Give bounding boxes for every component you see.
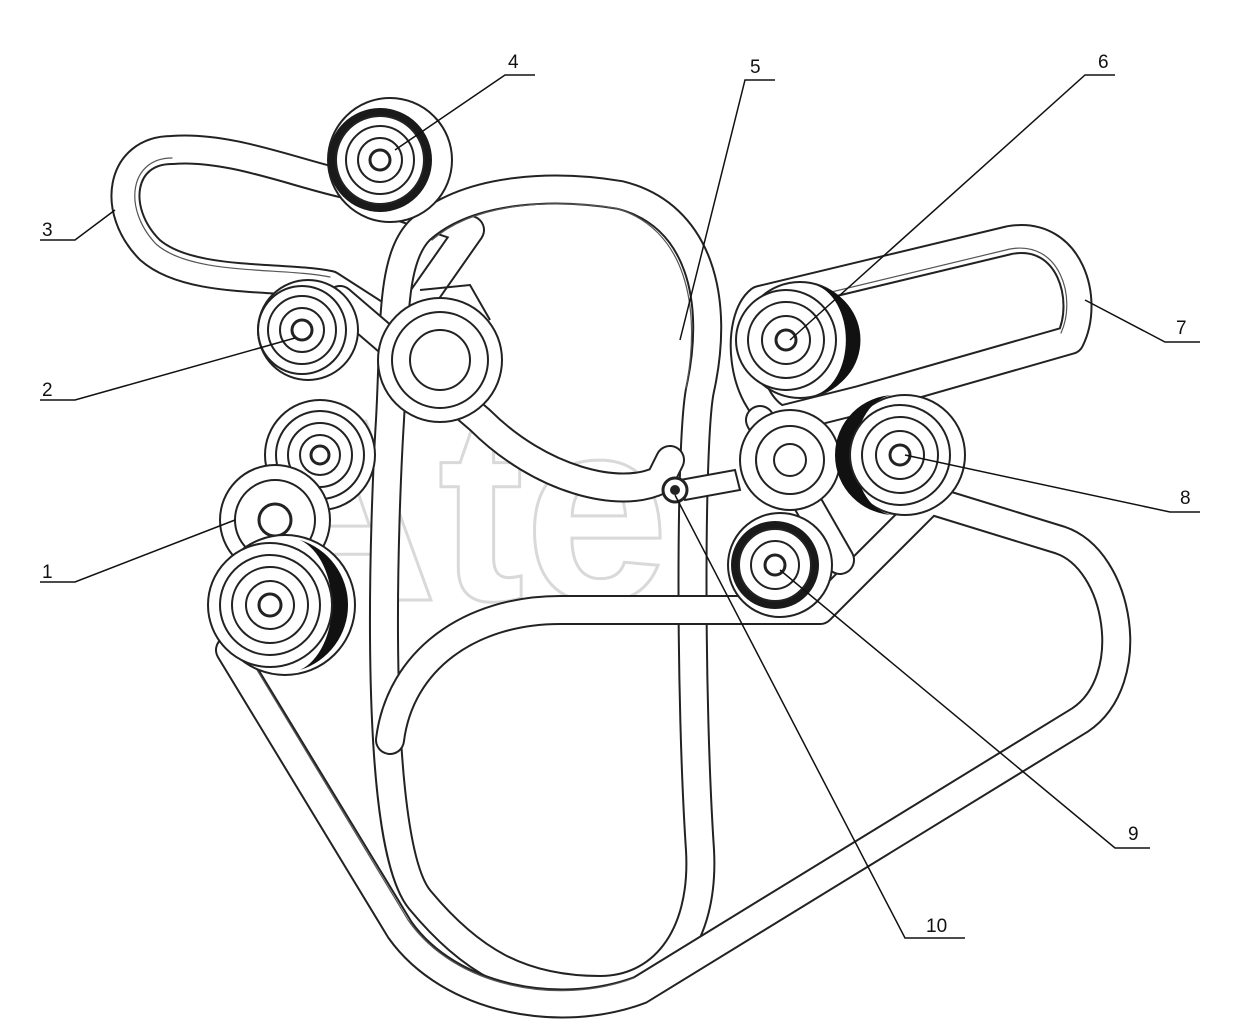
callout-8: 8: [1180, 488, 1191, 509]
callout-4: 4: [508, 52, 519, 73]
tensioner-upper-left: [377, 283, 503, 423]
callout-10: 10: [926, 916, 947, 937]
leader-5: [679, 79, 775, 341]
callout-3: 3: [42, 220, 53, 241]
belt-outer-bottom: [215, 485, 1132, 1019]
callout-1: 1: [42, 562, 53, 583]
pulley-2: [257, 279, 359, 381]
callout-5: 5: [750, 57, 761, 78]
pulley-6: [735, 281, 861, 399]
callout-labels: 1 2 3 4 5 6 7 8 9 10: [42, 52, 1191, 937]
tensioner-right: [739, 409, 841, 511]
leader-4: [394, 74, 535, 151]
leader-6: [789, 74, 1115, 341]
pulley-9: [727, 512, 833, 618]
callout-7: 7: [1176, 318, 1187, 339]
leader-3: [40, 209, 116, 241]
leader-8: [904, 454, 1200, 513]
callout-9: 9: [1128, 824, 1139, 845]
leader-lines: [40, 74, 1200, 939]
leader-7: [1084, 299, 1200, 343]
callout-2: 2: [42, 380, 53, 401]
pulley-8: [835, 394, 966, 516]
leader-10: [674, 494, 965, 939]
leader-9: [779, 569, 1150, 849]
pulley-crank-left: [207, 534, 356, 676]
belt-upper-left: [110, 134, 485, 345]
bolt-10: [661, 468, 742, 504]
belt-center-loop: [368, 174, 723, 1005]
callout-6: 6: [1098, 52, 1109, 73]
leader-2: [40, 337, 296, 401]
pulley-4: [327, 97, 453, 223]
leader-1: [40, 519, 236, 583]
